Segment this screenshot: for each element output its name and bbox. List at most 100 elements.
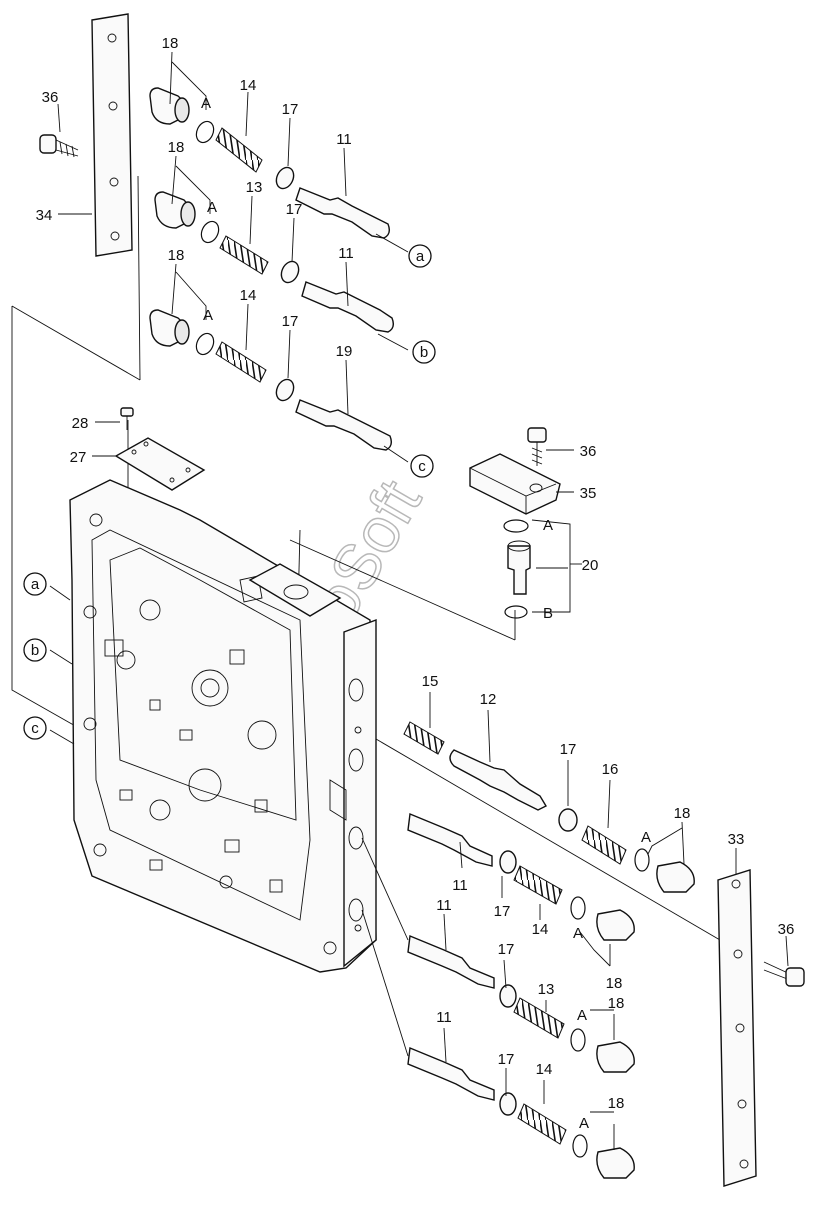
label-17g: 17 [498, 1051, 515, 1068]
piston-18-d [656, 861, 695, 893]
label-11f: 11 [436, 897, 452, 914]
bolt-36-right-top [527, 427, 547, 466]
spring-seat-17-row-b [280, 260, 300, 284]
spool-11-row-a [295, 187, 391, 239]
spring-14-row-a [215, 127, 263, 173]
screw-28 [120, 407, 134, 430]
plate-34 [91, 13, 133, 257]
label-18g: 18 [608, 1095, 625, 1112]
label-13b: 13 [246, 179, 263, 196]
label-Ab: A [207, 199, 217, 216]
o-ring-g [572, 1134, 588, 1158]
bolt-36-right [763, 961, 805, 987]
callout-b-top-text: b [420, 344, 428, 361]
callout-b-top: b [412, 340, 436, 364]
label-11g: 11 [436, 1009, 452, 1026]
label-35: 35 [580, 485, 597, 502]
label-36-right-top: 36 [580, 443, 597, 460]
piston-18-g [596, 1147, 635, 1179]
spring-seat-17-e [499, 850, 517, 874]
label-11e: 11 [452, 877, 468, 894]
spring-15 [403, 721, 445, 755]
label-Af: A [577, 1007, 587, 1024]
label-20: 20 [582, 557, 599, 574]
o-ring-row-b [200, 220, 220, 244]
cover-plate-27 [114, 437, 206, 491]
callout-a-top-text: a [416, 248, 425, 265]
spring-14-row-c [215, 341, 267, 383]
label-19c: 19 [336, 343, 353, 360]
spool-11-row-g [407, 1047, 495, 1101]
label-18d: 18 [674, 805, 691, 822]
label-14e: 14 [532, 921, 549, 938]
o-ring-row-c [195, 332, 215, 356]
callout-a-side-text: a [31, 576, 40, 593]
label-Ac: A [203, 307, 213, 324]
spool-11-row-e [407, 813, 493, 867]
spool-19-row-c [295, 399, 393, 451]
label-12: 12 [480, 691, 497, 708]
label-14g: 14 [536, 1061, 553, 1078]
callout-c-top-text: c [418, 458, 426, 475]
label-17e: 17 [494, 903, 511, 920]
spring-seat-17-d [558, 808, 578, 832]
block-35 [469, 453, 561, 515]
valve-20 [507, 540, 531, 595]
spring-seat-17-row-c [275, 378, 295, 402]
spring-16 [581, 825, 627, 865]
label-Aa: A [201, 95, 211, 112]
callout-b-side: b [23, 638, 47, 662]
spring-14-g [517, 1103, 567, 1145]
callout-c-side: c [23, 716, 47, 740]
label-17b: 17 [286, 201, 303, 218]
label-Ae: A [573, 925, 583, 942]
label-11b: 11 [338, 245, 354, 262]
spring-13-row-b [219, 235, 269, 275]
spool-11-row-f [407, 935, 495, 989]
label-17c: 17 [282, 313, 299, 330]
label-B20: B [543, 605, 553, 622]
label-Ad: A [641, 829, 651, 846]
valve-body [69, 479, 377, 973]
label-36-top: 36 [42, 89, 59, 106]
spring-seat-17-f [499, 984, 517, 1008]
callout-a-side: a [23, 572, 47, 596]
label-17f: 17 [498, 941, 515, 958]
callout-b-side-text: b [31, 642, 39, 659]
bolt-36-top [39, 134, 79, 158]
callout-a-top: a [408, 244, 432, 268]
plate-33 [717, 869, 757, 1187]
o-ring-row-a [195, 120, 215, 144]
label-16: 16 [602, 761, 619, 778]
label-14c: 14 [240, 287, 257, 304]
label-17d: 17 [560, 741, 577, 758]
label-13f: 13 [538, 981, 555, 998]
spring-seat-17-g [499, 1092, 517, 1116]
piston-18-e [596, 909, 635, 941]
o-ring-d [634, 848, 650, 872]
o-ring-20a [503, 519, 529, 533]
label-34: 34 [36, 207, 53, 224]
label-11a: 11 [336, 131, 352, 148]
label-15: 15 [422, 673, 439, 690]
spring-13-f [513, 997, 565, 1039]
callout-c-side-text: c [31, 720, 39, 737]
part-labels: 18 A 14 17 11 18 A 13 17 11 18 A 14 17 1… [36, 35, 795, 1132]
label-33: 33 [728, 831, 745, 848]
label-36-right: 36 [778, 921, 795, 938]
label-28: 28 [72, 415, 89, 432]
spool-12 [449, 749, 547, 811]
spring-14-e [513, 865, 563, 905]
piston-18-row-c [149, 309, 190, 347]
label-18a: 18 [162, 35, 179, 52]
piston-18-row-a [149, 87, 190, 125]
label-18b: 18 [168, 139, 185, 156]
label-27: 27 [70, 449, 87, 466]
o-ring-e [570, 896, 586, 920]
label-18f: 18 [608, 995, 625, 1012]
o-ring-f [570, 1028, 586, 1052]
label-A20: A [543, 517, 553, 534]
spool-11-row-b [301, 281, 395, 333]
piston-18-row-b [154, 191, 196, 229]
